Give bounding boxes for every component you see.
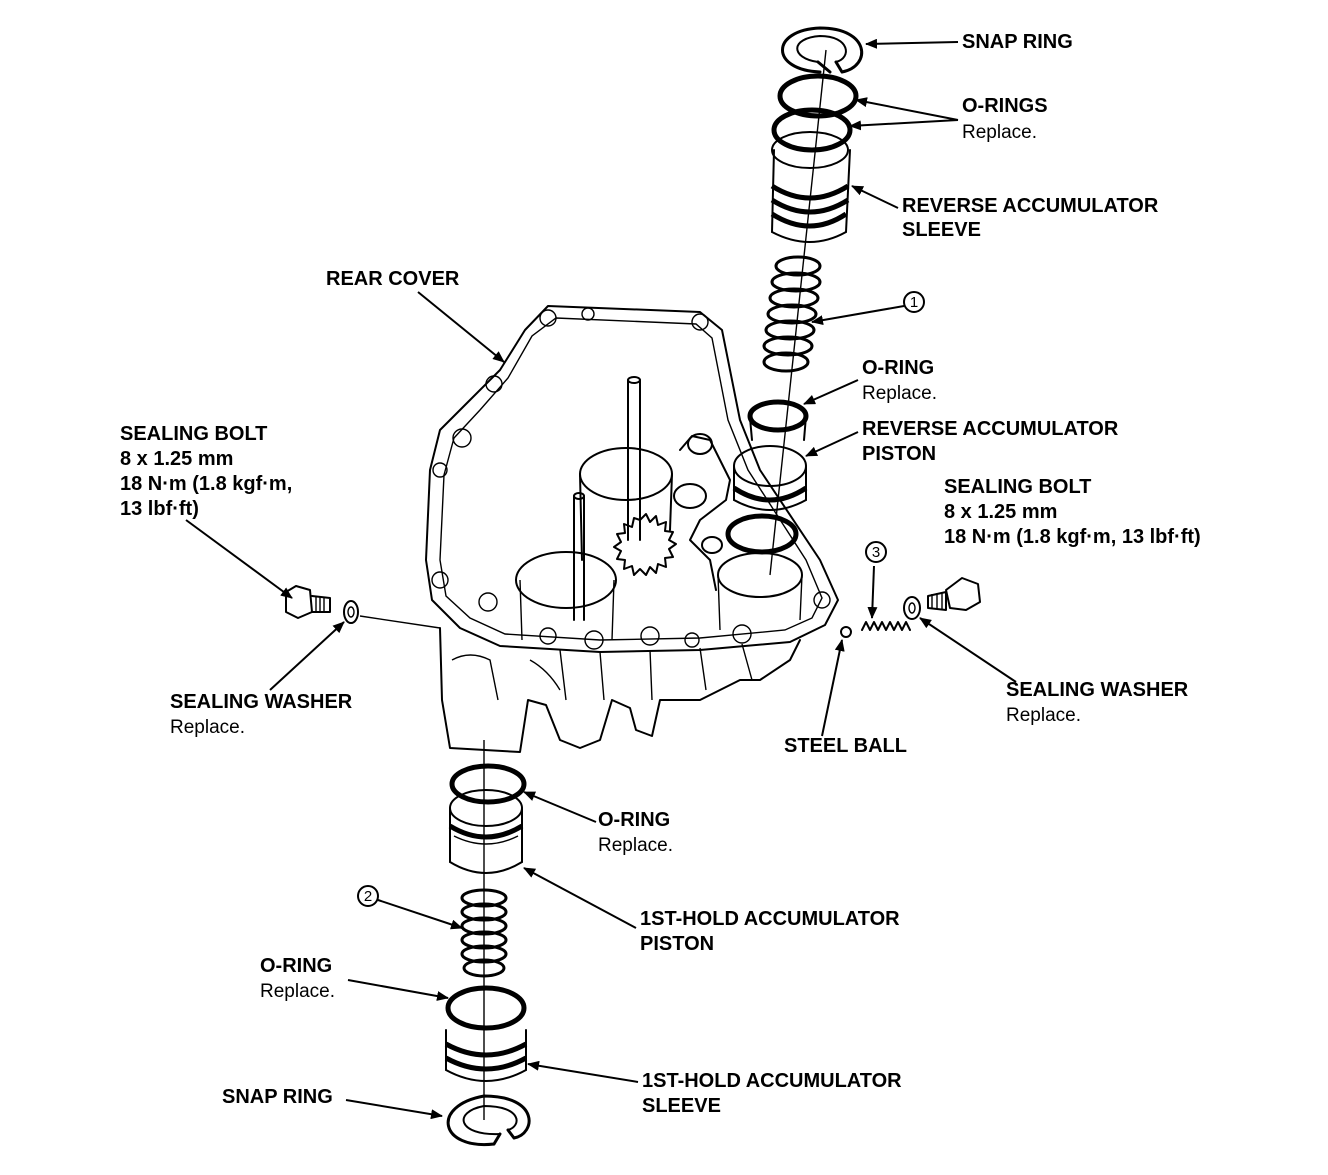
label-reverse-piston-1: REVERSE ACCUMULATOR xyxy=(862,418,1119,440)
callout-1: 1 xyxy=(910,294,918,311)
label-snap-ring-top: SNAP RING xyxy=(962,31,1073,53)
label-sealing-washer-left: SEALING WASHER xyxy=(170,691,353,713)
label-hold-sleeve-2: SLEEVE xyxy=(642,1095,721,1117)
callout-1-circle xyxy=(903,291,925,313)
sealing-bolt-left-part xyxy=(285,585,331,619)
label-o-ring-low-note: Replace. xyxy=(598,835,673,856)
label-sealing-washer-right: SEALING WASHER xyxy=(1006,679,1189,701)
sealing-washer-right-part xyxy=(903,596,921,620)
callout-2: 2 xyxy=(364,888,372,905)
callout-2-circle xyxy=(357,885,379,907)
label-sealing-bolt-left-1: SEALING BOLT xyxy=(120,423,267,445)
label-snap-ring-bottom: SNAP RING xyxy=(222,1086,333,1108)
label-sealing-bolt-right-3: 18 N·m (1.8 kgf·m, 13 lbf·ft) xyxy=(944,526,1201,548)
label-hold-piston-1: 1ST-HOLD ACCUMULATOR xyxy=(640,908,900,930)
sealing-bolt-right-part xyxy=(927,577,981,611)
label-o-ring-bottom-note: Replace. xyxy=(260,981,335,1002)
label-sealing-washer-right-note: Replace. xyxy=(1006,705,1081,726)
label-o-rings-top: O-RINGS xyxy=(962,95,1048,117)
label-o-ring-mid-note: Replace. xyxy=(862,383,937,404)
callout-3-circle xyxy=(865,541,887,563)
upper-accumulator-stack xyxy=(725,26,864,576)
label-o-ring-mid: O-RING xyxy=(862,357,934,379)
label-o-ring-bottom: O-RING xyxy=(260,955,332,977)
label-o-rings-top-note: Replace. xyxy=(962,122,1037,143)
label-steel-ball: STEEL BALL xyxy=(784,735,907,757)
label-sealing-bolt-left-4: 13 lbf·ft) xyxy=(120,498,199,520)
label-sealing-bolt-left-2: 8 x 1.25 mm xyxy=(120,448,233,470)
sealing-washer-left-part xyxy=(343,600,359,624)
label-hold-piston-2: PISTON xyxy=(640,933,714,955)
callout-3: 3 xyxy=(872,544,880,561)
steel-ball-part xyxy=(840,626,852,638)
spring-3-part xyxy=(861,621,911,631)
label-o-ring-low: O-RING xyxy=(598,809,670,831)
label-reverse-sleeve-1: REVERSE ACCUMULATOR xyxy=(902,195,1159,217)
rear-cover-part xyxy=(425,305,839,753)
label-sealing-bolt-left-3: 18 N·m (1.8 kgf·m, xyxy=(120,473,292,495)
label-sealing-washer-left-note: Replace. xyxy=(170,717,245,738)
label-hold-sleeve-1: 1ST-HOLD ACCUMULATOR xyxy=(642,1070,902,1092)
label-reverse-sleeve-2: SLEEVE xyxy=(902,219,981,241)
label-sealing-bolt-right-2: 8 x 1.25 mm xyxy=(944,501,1057,523)
label-reverse-piston-2: PISTON xyxy=(862,443,936,465)
label-sealing-bolt-right-1: SEALING BOLT xyxy=(944,476,1091,498)
lower-accumulator-stack xyxy=(444,740,531,1147)
leader-lines xyxy=(185,38,1017,1120)
label-rear-cover: REAR COVER xyxy=(326,268,460,290)
